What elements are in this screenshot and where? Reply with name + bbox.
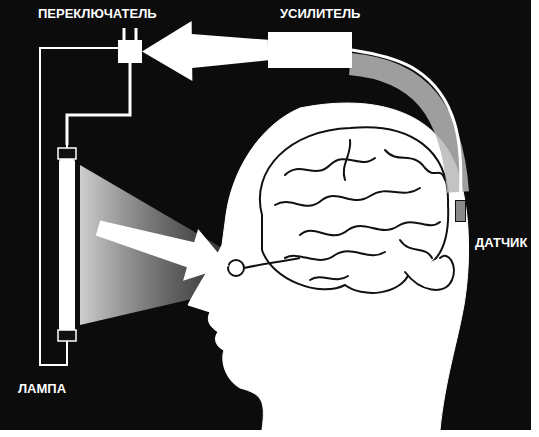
sensor-box: ДАТЧИК [455, 200, 466, 222]
brain-fold [285, 158, 375, 175]
part-label: УСИЛИТЕЛЬ [280, 6, 360, 21]
optic-nerve [244, 258, 300, 268]
lamp-pin [66, 145, 68, 148]
signal-arrow [142, 21, 268, 81]
lamp-wire [40, 48, 118, 365]
cerebellum [405, 256, 454, 290]
plug-pin [135, 28, 138, 40]
light-arrow [96, 221, 229, 281]
brain [260, 127, 454, 293]
lamp-glass [59, 159, 75, 331]
wire [67, 63, 130, 145]
lamp-tube: ЛАМПА [56, 145, 78, 345]
head-silhouette [188, 103, 469, 430]
part-label: ПЕРЕКЛЮЧАТЕЛЬ [38, 6, 157, 21]
lamp-pin [66, 341, 68, 345]
brain-fold [400, 240, 432, 258]
black-ground [0, 0, 531, 430]
brain-fold [310, 276, 348, 280]
eye [228, 260, 244, 276]
brain-fold [385, 150, 445, 180]
brain-fold [300, 222, 440, 235]
plug-pin [123, 28, 126, 40]
amplifier-box: УСИЛИТЕЛЬ [268, 32, 352, 68]
part-label: ДАТЧИК [475, 235, 527, 250]
wire [352, 50, 461, 200]
lamp-cap [58, 330, 76, 341]
signal-band [350, 64, 458, 192]
part-label: ЛАМПА [18, 381, 66, 396]
brain-fold [344, 140, 350, 180]
switch-box: ПЕРЕКЛЮЧАТЕЛЬ [118, 40, 142, 63]
lamp-cap [58, 148, 76, 159]
lamp-drawing [56, 145, 78, 345]
brain-fold [275, 188, 420, 206]
